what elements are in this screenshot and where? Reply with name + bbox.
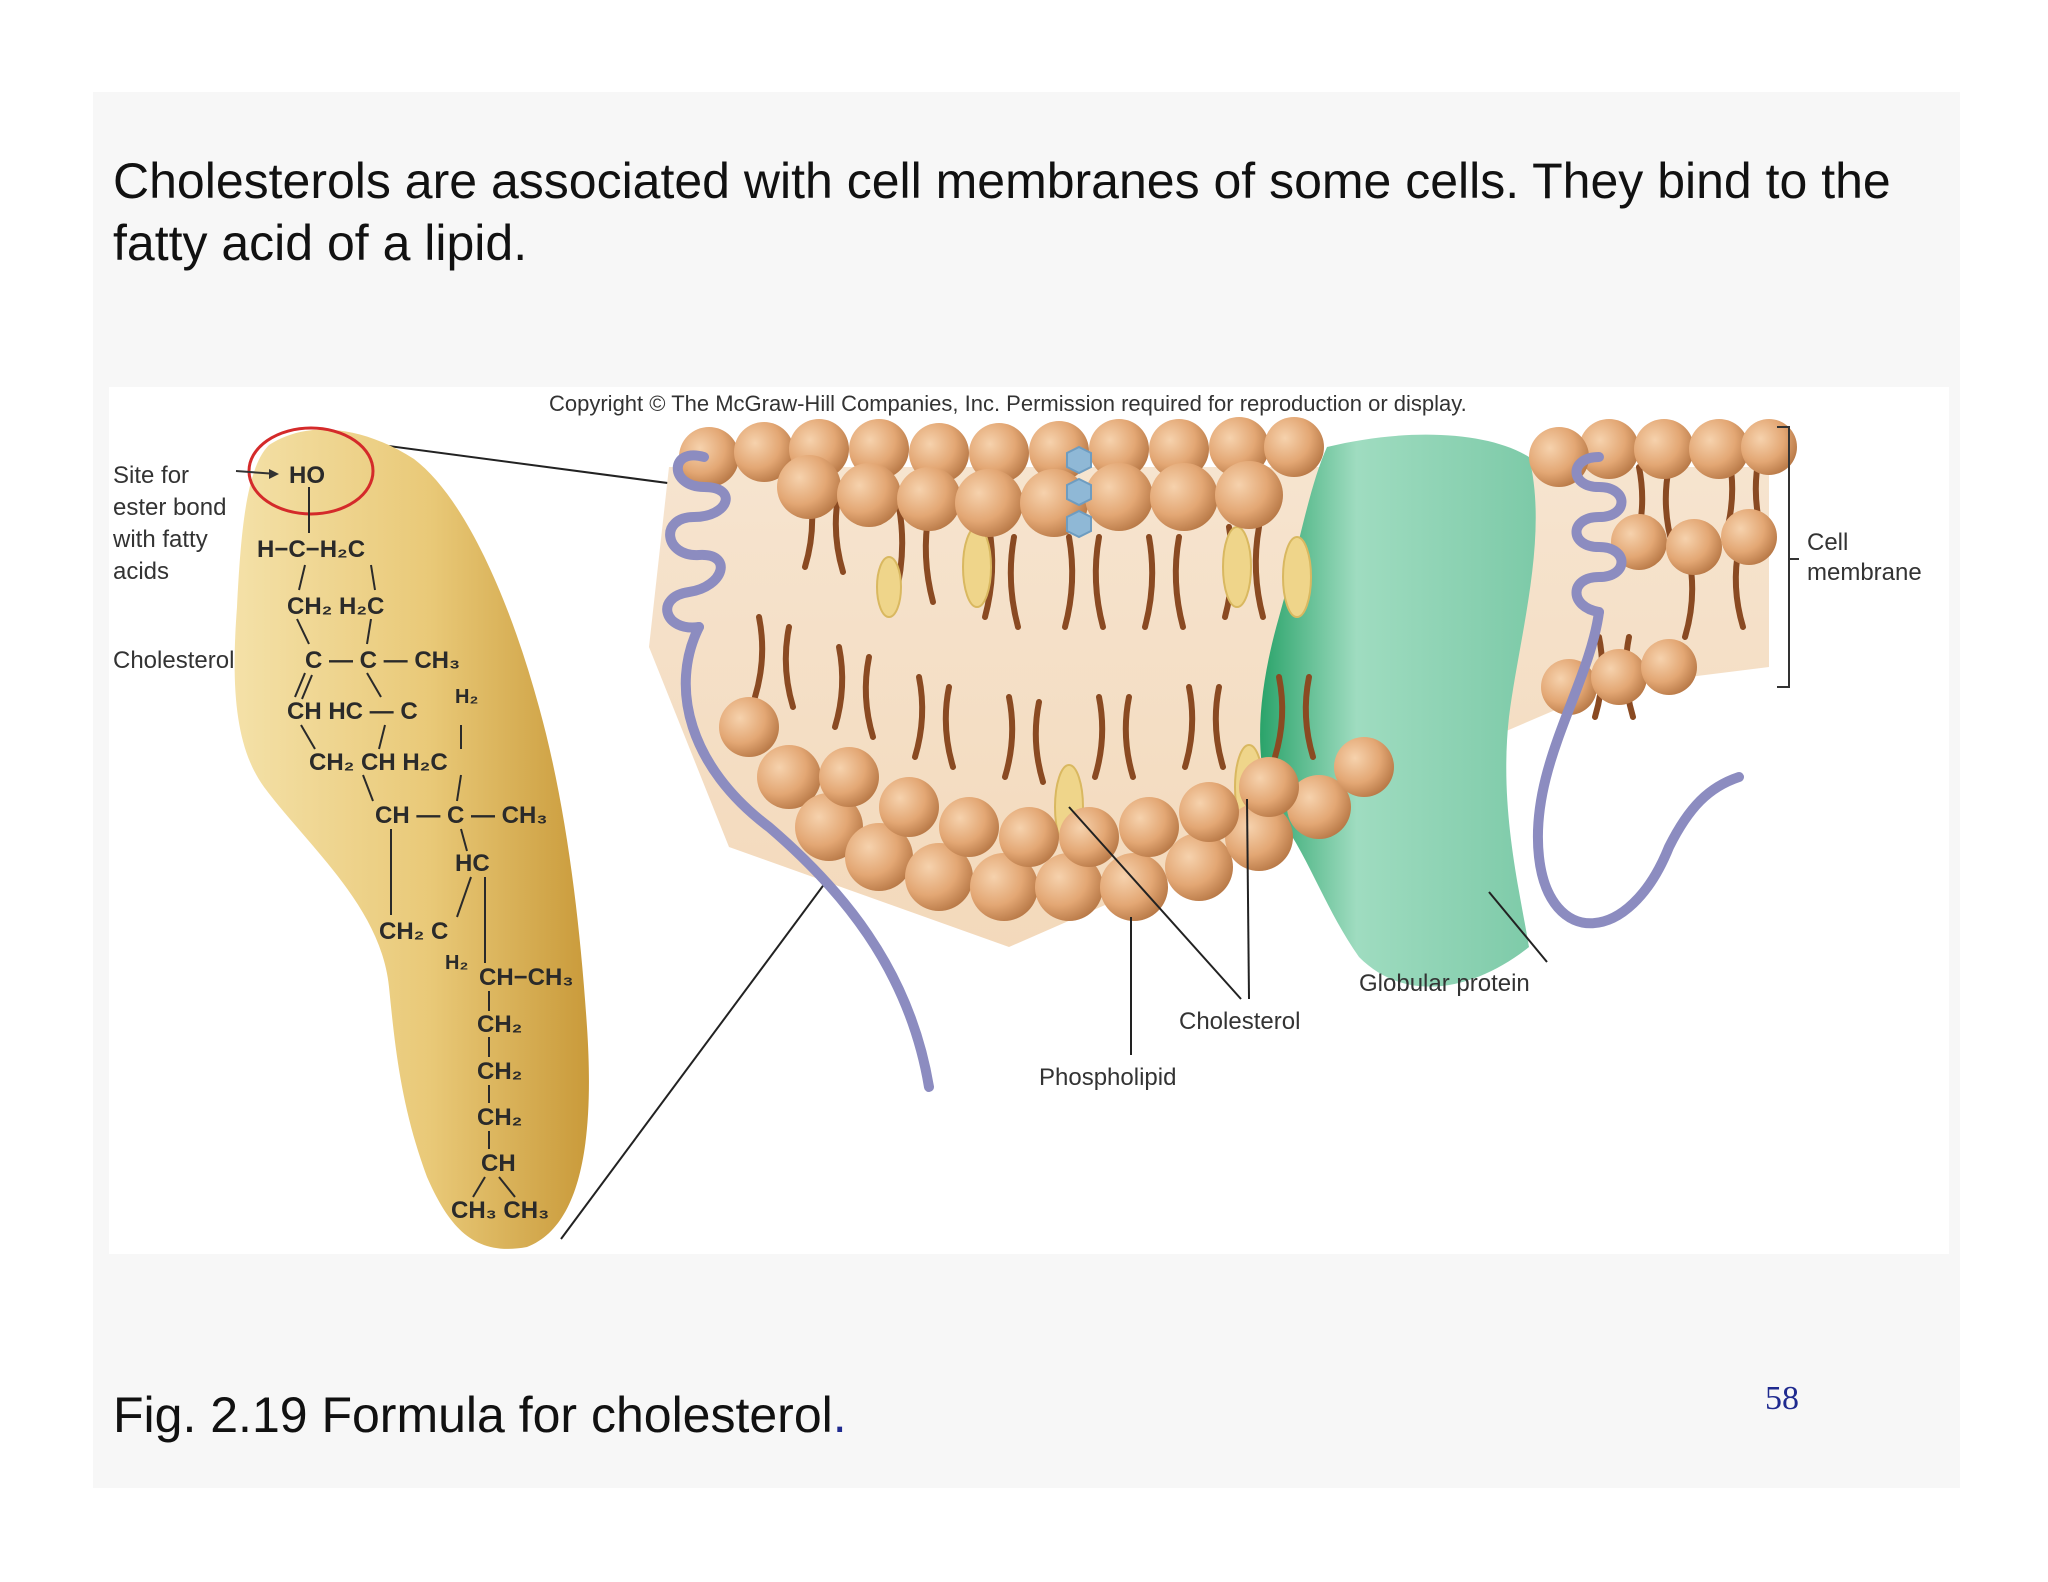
membrane-illustration: Copyright © The McGraw-Hill Companies, I… bbox=[112, 391, 1922, 1249]
formula-row6: CH — C — CH₃ bbox=[375, 802, 547, 829]
formula-row9: CH−CH₃ bbox=[479, 964, 573, 991]
formula-row10: CH₂ bbox=[477, 1011, 522, 1038]
formula-row8-sub: H₂ bbox=[445, 952, 468, 974]
label-cholesterol-bottom: Cholesterol bbox=[1179, 1008, 1300, 1035]
helix-protein-right bbox=[1532, 452, 1744, 929]
label-site-line2: ester bond bbox=[113, 494, 226, 521]
label-pointers bbox=[1068, 798, 1548, 1055]
formula-row8: CH₂ C bbox=[379, 918, 448, 945]
formula-row12: CH₂ bbox=[477, 1104, 522, 1131]
formula-row5: CH₂ CH H₂C bbox=[309, 749, 448, 776]
fatty-tails-lower bbox=[752, 614, 1636, 785]
formula-ho: HO bbox=[289, 462, 325, 489]
formula-row2: CH₂ H₂C bbox=[287, 593, 384, 620]
label-globular-protein: Globular protein bbox=[1359, 970, 1530, 997]
copyright-text: Copyright © The McGraw-Hill Companies, I… bbox=[549, 391, 1467, 416]
label-site-line1: Site for bbox=[113, 462, 189, 489]
label-cell-membrane-line1: Cell bbox=[1807, 529, 1848, 556]
slide: Cholesterols are associated with cell me… bbox=[93, 92, 1960, 1488]
label-cholesterol-left: Cholesterol bbox=[113, 647, 234, 674]
helix-protein-left bbox=[662, 450, 934, 1092]
label-site-line3: with fatty bbox=[112, 526, 208, 553]
figure-caption: Fig. 2.19 Formula for cholesterol. bbox=[113, 1386, 847, 1444]
phospholipid-heads-lower bbox=[719, 639, 1697, 921]
formula-row11: CH₂ bbox=[477, 1058, 522, 1085]
formula-row4: CH HC — C bbox=[287, 698, 418, 725]
page-number: 58 bbox=[1765, 1380, 1799, 1417]
formula-row14: CH₃ CH₃ bbox=[451, 1197, 549, 1224]
formula-row13: CH bbox=[481, 1150, 516, 1177]
caption-text: Fig. 2.19 Formula for cholesterol bbox=[113, 1387, 833, 1443]
caption-period: . bbox=[832, 1387, 847, 1443]
formula-row4-sub: H₂ bbox=[455, 686, 478, 708]
cholesterol-molecule-shape bbox=[234, 429, 589, 1249]
slide-heading: Cholesterols are associated with cell me… bbox=[113, 153, 1891, 271]
formula-row3: C — C — CH₃ bbox=[305, 647, 460, 674]
site-arrowhead bbox=[269, 469, 279, 479]
label-cell-membrane-line2: membrane bbox=[1807, 559, 1922, 586]
label-site-line4: acids bbox=[113, 558, 169, 585]
cell-membrane-bracket bbox=[1777, 426, 1790, 688]
carbohydrate-chain bbox=[1066, 445, 1092, 539]
globular-protein bbox=[1260, 434, 1536, 987]
formula-row1: H−C−H₂C bbox=[257, 536, 365, 563]
formula-row7: HC bbox=[455, 850, 490, 877]
phospholipid-heads-upper bbox=[679, 417, 1797, 575]
label-phospholipid: Phospholipid bbox=[1039, 1064, 1176, 1091]
formula-bonds bbox=[294, 487, 516, 1198]
cholesterol-membrane-figure: Copyright © The McGraw-Hill Companies, I… bbox=[109, 387, 1949, 1254]
